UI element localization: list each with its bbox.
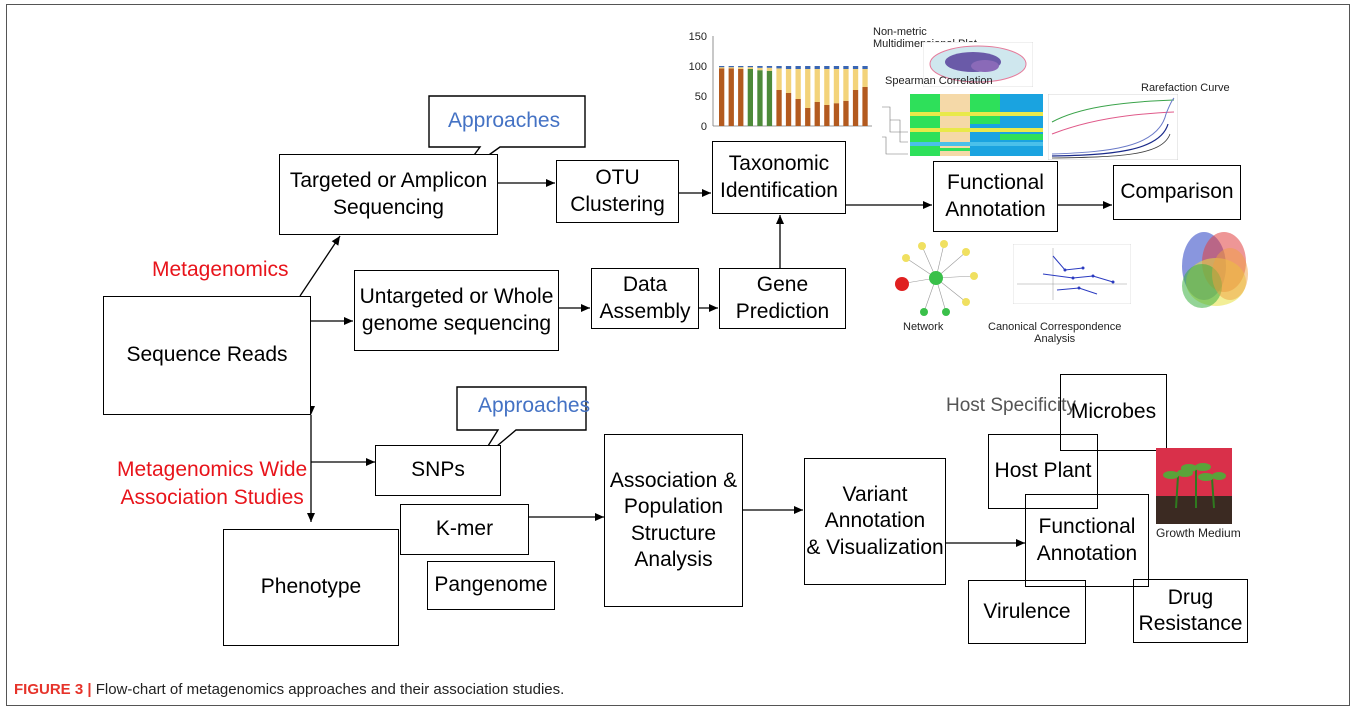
bar-segment: [738, 66, 744, 68]
untargeted-sequencing-box: Untargeted or Whole genome sequencing: [354, 270, 559, 351]
bar-segment: [805, 108, 811, 126]
caption-label: FIGURE 3 |: [14, 681, 92, 698]
bar-segment: [833, 66, 840, 69]
stacked-bar-thumbnail: 150 100 50 0: [689, 31, 872, 133]
otu-clustering-box: OTU Clustering: [556, 160, 679, 223]
approaches-label-top: Approaches: [448, 109, 561, 132]
sequence-reads-box: Sequence Reads: [103, 296, 311, 415]
bar-segment: [738, 67, 744, 69]
association-analysis-box: Association & Population Structure Analy…: [604, 434, 743, 607]
growth-medium-photo: [1156, 448, 1232, 524]
growth-medium-label: Growth Medium: [1156, 526, 1241, 540]
virulence-box: Virulence: [968, 580, 1086, 644]
bar-segment: [814, 102, 820, 126]
rarefaction-label: Rarefaction Curve: [1141, 82, 1230, 94]
network-thumbnail: [895, 240, 978, 316]
bar-segment: [766, 70, 773, 126]
bar-segment: [757, 70, 763, 126]
bar-segment: [719, 66, 725, 68]
bar-segment: [728, 67, 734, 69]
taxonomic-identification-box: Taxonomic Identification: [712, 141, 846, 214]
bar-segment: [862, 69, 868, 87]
bar-segment: [852, 66, 859, 69]
bar-segment: [833, 69, 840, 104]
bar-segment: [862, 87, 868, 126]
y-tick-label: 50: [695, 91, 707, 103]
bar-segment: [766, 67, 773, 71]
bar-segment: [795, 66, 801, 69]
bar-segment: [805, 69, 811, 108]
bar-segment: [852, 69, 859, 90]
nmds-plot-thumbnail: [923, 42, 1033, 87]
approaches-label-bottom: Approaches: [478, 394, 591, 417]
spearman-label: Spearman Correlation: [885, 75, 993, 87]
bar-segment: [785, 93, 792, 126]
bar-segment: [824, 66, 830, 69]
pangenome-box: Pangenome: [427, 561, 555, 610]
host-plant-box: Host Plant: [988, 434, 1098, 509]
figure-frame: [6, 4, 1350, 706]
bar-segment: [852, 90, 859, 126]
variant-annotation-box: Variant Annotation & Visualization: [804, 458, 946, 585]
bar-segment: [814, 69, 820, 102]
kmer-box: K-mer: [400, 504, 529, 555]
figure-caption: FIGURE 3 | Flow-chart of metagenomics ap…: [14, 681, 564, 698]
cca-label: Canonical Correspondence Analysis: [988, 321, 1122, 345]
phenotype-box: Phenotype: [223, 529, 399, 646]
metagenomics-label: Metagenomics: [152, 258, 289, 281]
bar-segment: [757, 66, 763, 68]
spearman-heatmap-thumbnail: [882, 94, 1043, 156]
bar-segment: [776, 68, 782, 90]
bar-segment: [757, 67, 763, 71]
bar-segment: [719, 68, 725, 126]
bar-segment: [738, 69, 744, 126]
bar-segment: [862, 66, 868, 69]
bar-segment: [824, 105, 830, 126]
bar-segment: [747, 66, 753, 68]
comparison-box: Comparison: [1113, 165, 1241, 220]
rarefaction-thumbnail: [1048, 94, 1178, 160]
venn-diagram-thumbnail: [1182, 232, 1248, 308]
bar-segment: [747, 67, 753, 69]
network-label: Network: [903, 321, 944, 333]
functional-annotation-bottom-box: Functional Annotation: [1025, 494, 1149, 587]
bar-segment: [776, 66, 782, 69]
bar-segment: [766, 66, 773, 68]
functional-annotation-top-box: Functional Annotation: [933, 161, 1058, 232]
bar-segment: [719, 67, 725, 69]
bar-segment: [785, 66, 792, 69]
bar-segment: [843, 66, 849, 69]
bar-segment: [728, 66, 734, 68]
bar-segment: [728, 68, 734, 126]
drug-resistance-box: Drug Resistance: [1133, 579, 1248, 643]
bar-segment: [843, 100, 849, 126]
gene-prediction-box: Gene Prediction: [719, 268, 846, 329]
bar-segment: [776, 90, 782, 126]
caption-text: Flow-chart of metagenomics approaches an…: [91, 681, 565, 698]
bar-segment: [747, 69, 753, 126]
y-tick-label: 150: [689, 31, 707, 43]
bar-segment: [843, 69, 849, 101]
cca-thumbnail: [1013, 244, 1131, 304]
y-tick-label: 0: [701, 121, 707, 133]
host-specificity-label: Host Specificity: [946, 395, 1076, 416]
bar-segment: [785, 69, 792, 93]
bar-segment: [814, 66, 820, 69]
bar-segment: [795, 69, 801, 99]
bar-segment: [805, 66, 811, 69]
mwas-label: Metagenomics Wide Association Studies: [117, 458, 308, 510]
bar-segment: [795, 99, 801, 126]
arrow-reads-to-targeted: [299, 235, 341, 297]
bar-segment: [824, 69, 830, 105]
microbes-box: Microbes: [1060, 374, 1167, 451]
snps-box: SNPs: [375, 445, 501, 496]
data-assembly-box: Data Assembly: [591, 268, 699, 329]
targeted-sequencing-box: Targeted or Amplicon Sequencing: [279, 154, 498, 235]
bar-segment: [833, 103, 840, 126]
y-tick-label: 100: [689, 61, 707, 73]
